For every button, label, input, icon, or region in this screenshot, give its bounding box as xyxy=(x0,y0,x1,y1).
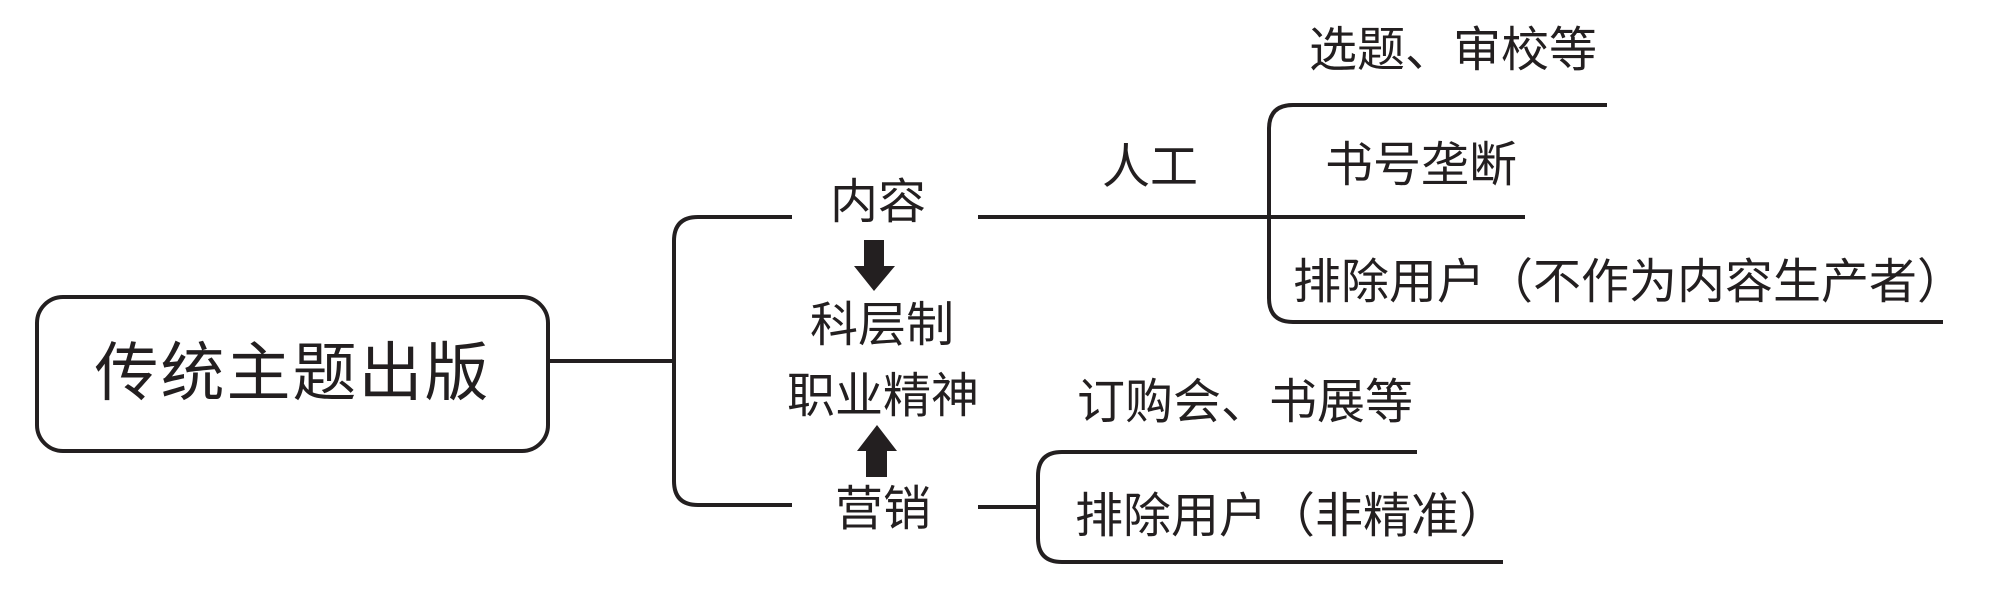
center-line-1: 科层制 xyxy=(810,297,955,353)
marketing-item-1: 订购会、书展等 xyxy=(1077,374,1414,430)
arrow-up-icon xyxy=(857,425,897,477)
marketing-items-bracket xyxy=(1036,450,1503,564)
content-items-bracket xyxy=(1267,103,1943,324)
content-item-1: 选题、审校等 xyxy=(1309,22,1598,78)
content-item-2: 书号垄断 xyxy=(1325,137,1518,193)
content-item-3: 排除用户（不作为内容生产者） xyxy=(1293,254,1966,310)
arrow-down-icon xyxy=(854,240,895,291)
content-method-label: 人工 xyxy=(1102,139,1199,195)
branch-marketing-label: 营销 xyxy=(835,481,932,537)
main-bracket xyxy=(672,215,792,507)
root-label: 传统主题出版 xyxy=(94,337,491,411)
branch-content-label: 内容 xyxy=(830,174,927,230)
center-line-2: 职业精神 xyxy=(787,368,980,424)
marketing-item-2: 排除用户（非精准） xyxy=(1075,488,1508,544)
root-node: 传统主题出版 xyxy=(35,295,550,453)
